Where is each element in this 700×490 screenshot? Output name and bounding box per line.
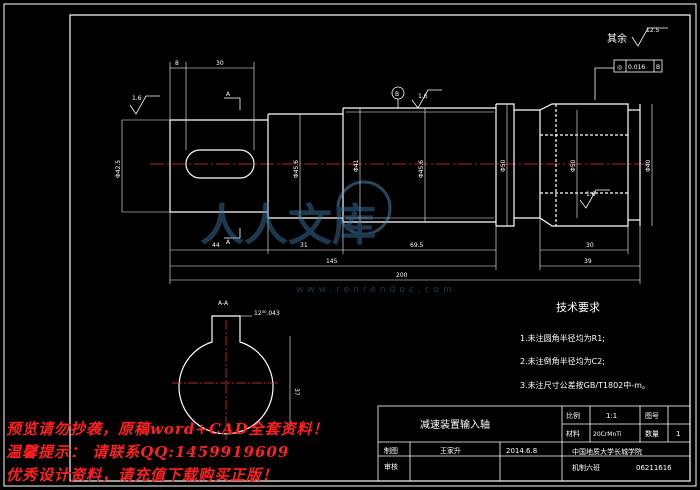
section-view: A-A 12³⁰.043 37 [172,300,300,440]
roughness-label-2: 1.6 [418,93,428,100]
qty-label: 数量 [645,429,659,438]
tolerance-value: 0.016 [628,64,645,71]
dim-31: 31 [300,242,308,249]
inner-border [69,14,691,482]
tech-req-item-1: 1.未注圆角半径均为R1; [520,333,605,343]
dim-30b: 30 [586,242,594,249]
dim-200: 200 [396,272,408,279]
dim-dia-2: Φ45.6 [293,160,300,178]
dim-dia-6: Φ50 [570,159,577,172]
section-a-bottom: A [226,239,231,246]
qty-value: 1 [676,430,680,438]
roughness-label-1: 1.6 [132,95,142,102]
watermark-line-1: 预览请勿抄袭，原稿word+CAD全套资料！ [6,420,329,438]
section-view-label: A-A [218,300,229,307]
dimension-texts: 8 30 44 31 69.5 145 200 30 39 Φ42.5 Φ45.… [115,60,652,279]
dim-44: 44 [212,242,220,249]
check-label: 审核 [384,462,398,471]
watermark-line-2: 温馨提示： 请联系QQ:1459919609 [6,443,290,461]
class-label: 机制六班 [572,463,600,472]
watermark-url: www.renrendoc.com [296,285,456,295]
watermark-logo: 人人文库 www.renrendoc.com [200,180,456,295]
school-name: 中国地质大学长城学院 [572,447,642,456]
shaft-outline [169,103,641,227]
tolerance-datum: B [656,64,660,71]
date-value: 2014.6.8 [506,447,537,455]
watermark-line-3: 优秀设计资料，请充值下载购买正版！ [6,466,279,484]
drawn-value: 王家升 [440,446,461,455]
scale-value: 1:1 [606,412,617,420]
dim-key: 30 [216,60,224,67]
tolerance-symbol: ◎ [617,64,622,71]
tech-req-title: 技术要求 [556,301,600,314]
drawing-no-label: 图号 [645,412,659,420]
tech-requirements: 技术要求 1.未注圆角半径均为R1; 2.未注倒角半径均为C2; 3.未注尺寸公… [520,301,650,390]
section-a-top: A [226,91,231,98]
dim-69: 69.5 [410,242,424,249]
title-block [377,405,691,482]
material-label: 材料 [566,429,580,438]
datum-label: B [395,91,399,98]
dim-dia-1: Φ42.5 [115,160,122,178]
keyway-slot [185,149,255,179]
student-no: 06211616 [636,464,672,472]
drawn-label: 制图 [384,446,398,455]
title-block-texts: 减速装置输入轴 比例 1:1 图号 材料 20CrMnTi 数量 1 制图 王家… [384,411,680,472]
dim-dia-3: Φ41 [353,159,360,172]
scale-label: 比例 [566,411,580,420]
dim-145: 145 [326,258,338,265]
watermark-logo-text: 人人文库 [200,200,376,251]
dim-dia-4: Φ45.6 [418,160,425,178]
roughness-label-3: 1.6 [586,191,596,198]
tolerance-frame: ◎ 0.016 B [594,59,663,100]
outer-border [3,3,697,487]
dim-dia-5: Φ50 [500,159,507,172]
dim-39: 39 [584,258,592,265]
dimension-lines [121,62,653,284]
dim-dia-8: 37 [293,388,300,396]
dim-left: 8 [175,60,179,67]
roughness-top: 12.5 [646,27,660,34]
roughness-symbols [129,27,668,239]
part-name: 减速装置输入轴 [420,418,490,431]
tech-req-item-2: 2.未注倒角半径均为C2; [520,356,605,366]
material-value: 20CrMnTi [593,431,622,438]
keyway-note: 12³⁰.043 [254,310,280,317]
roughness-general: 其余 [607,32,627,45]
tech-req-item-3: 3.未注尺寸公差按GB/T1802中-m。 [520,380,650,390]
dim-dia-7: Φ40 [645,159,652,172]
